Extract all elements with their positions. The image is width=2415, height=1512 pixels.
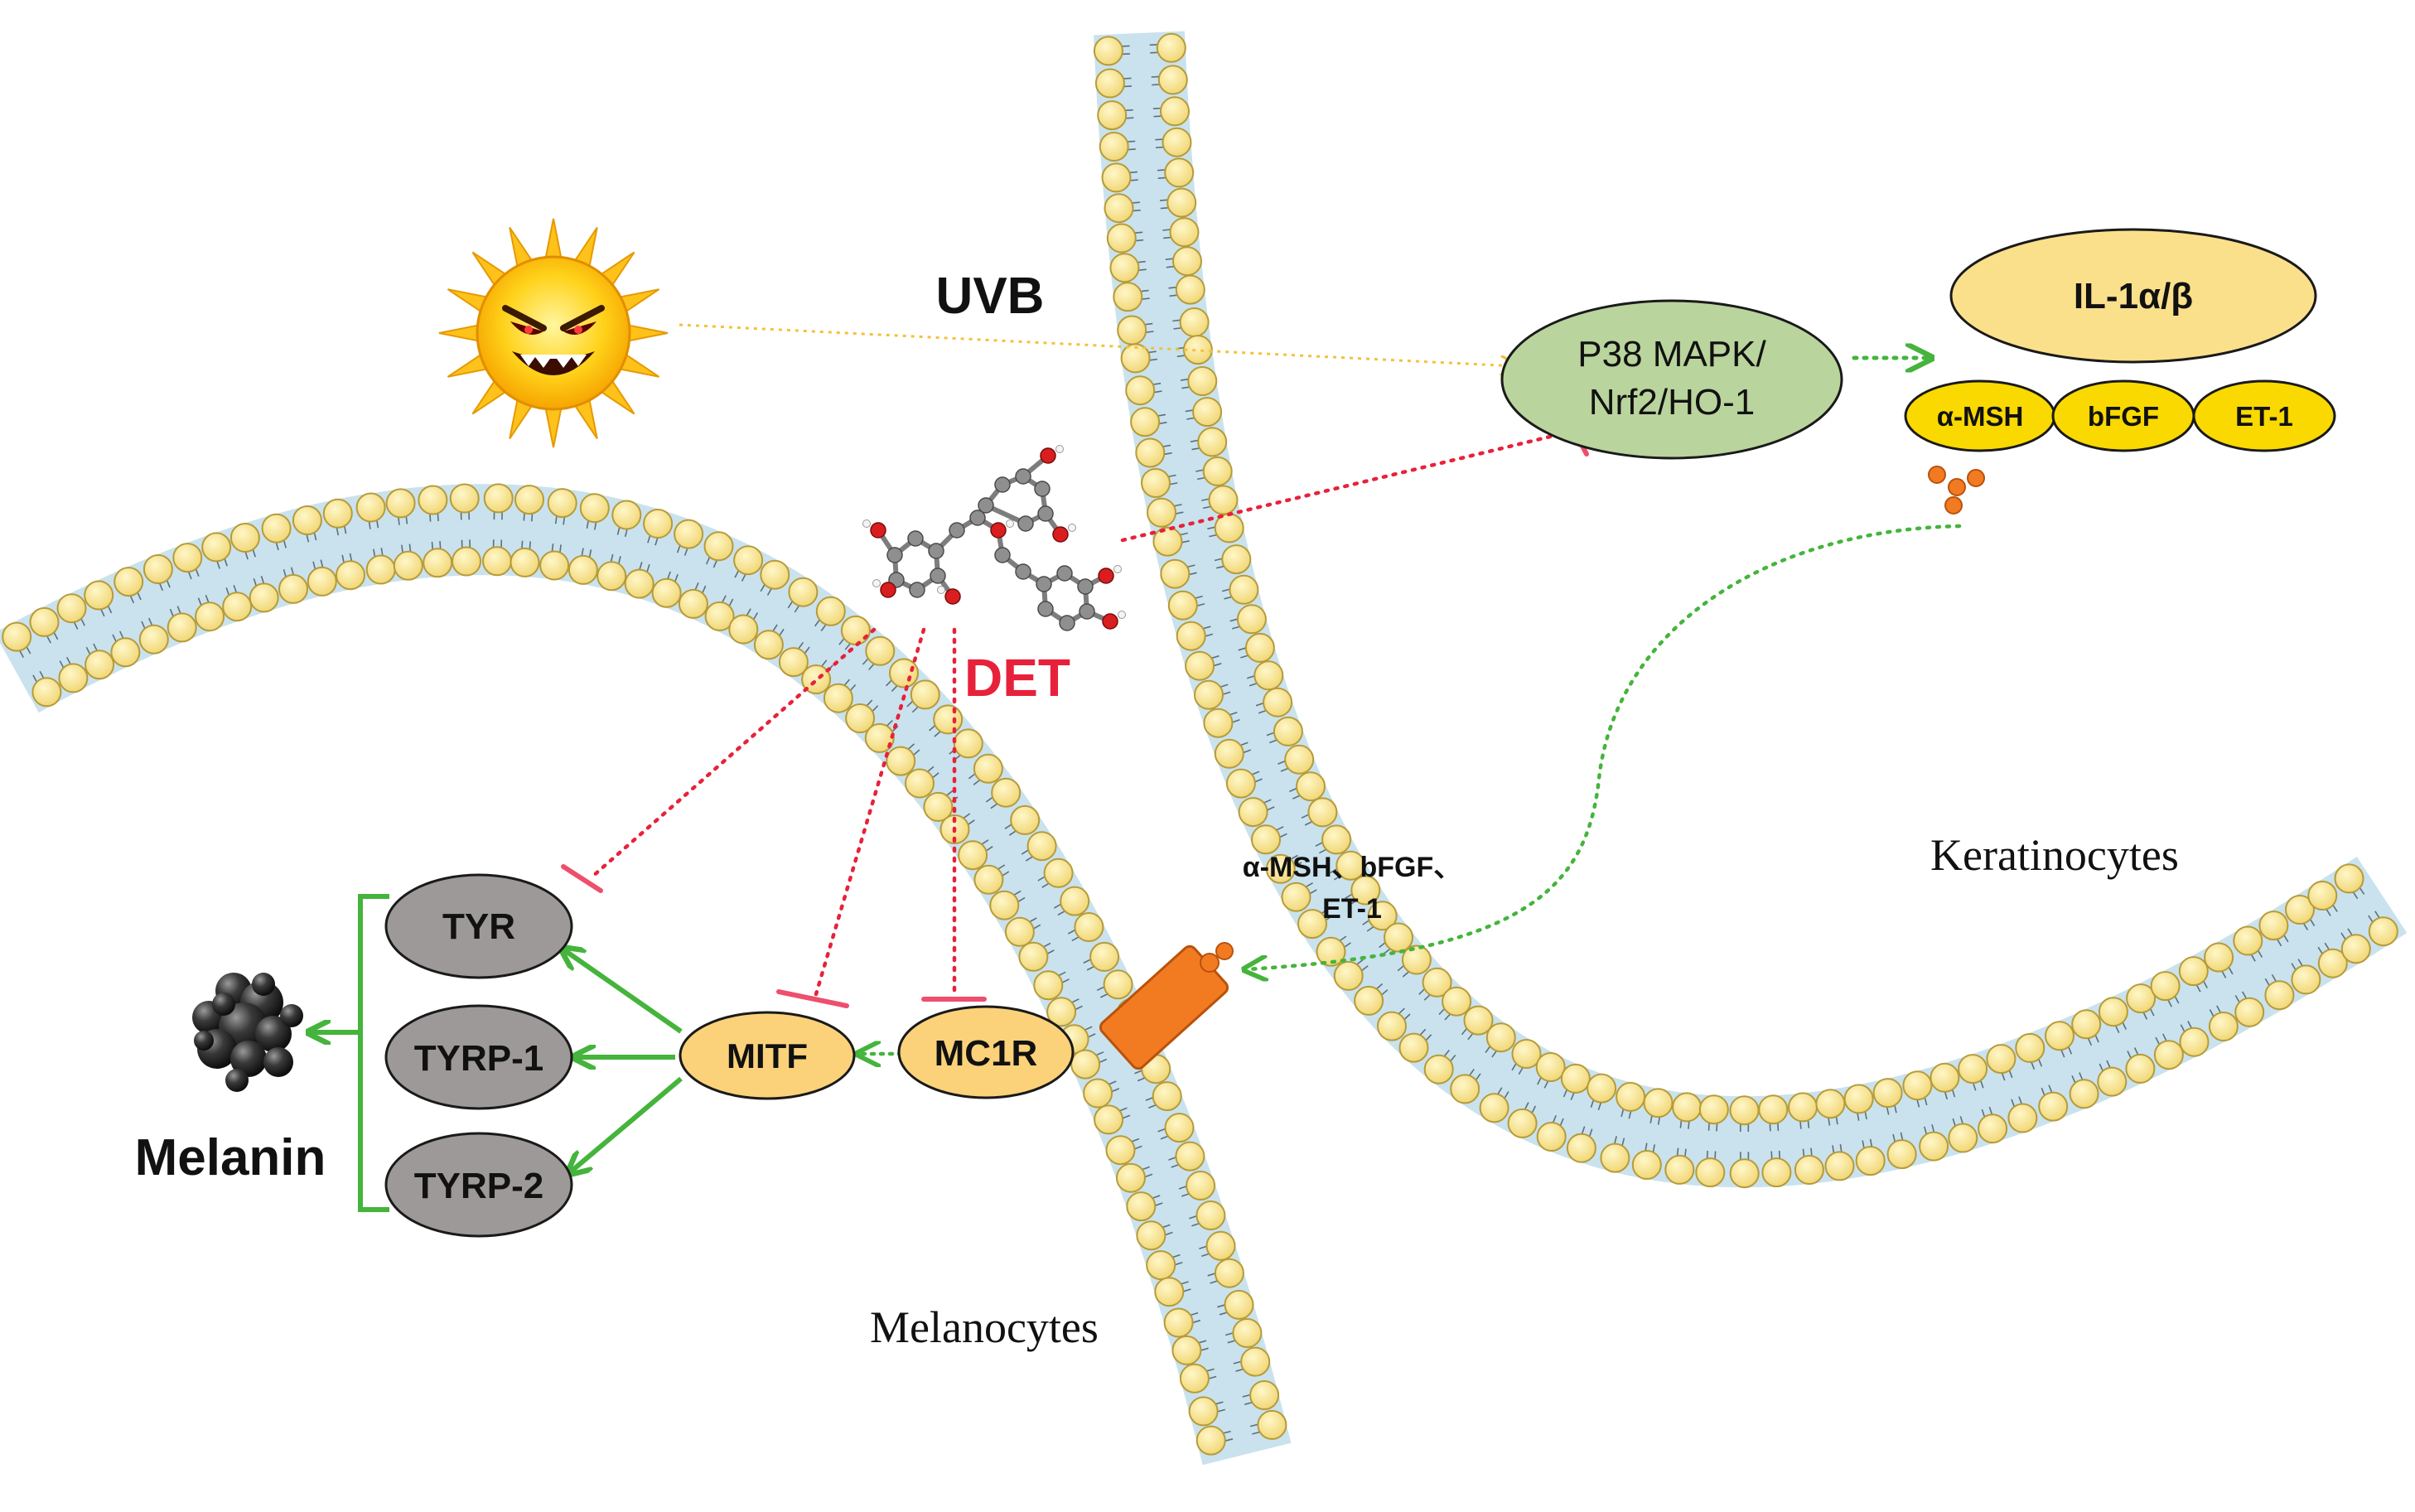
det-to-p38-inhibition — [1120, 428, 1577, 543]
melanocyte-membrane — [0, 483, 1292, 1466]
tyrp2-label: TYRP-2 — [414, 1166, 543, 1206]
mitf-label: MITF — [727, 1036, 808, 1075]
mitf-to-tyrp2-arrow — [570, 1076, 683, 1172]
cytokine-secretion-arrow — [1247, 524, 1962, 969]
det-molecule-icon — [862, 445, 1126, 631]
melanocytes-label: Melanocytes — [870, 1302, 1099, 1352]
amsh-label: α-MSH — [1937, 401, 2024, 432]
p38-label-line1: P38 MAPK/ — [1577, 334, 1766, 374]
det-label: DET — [964, 648, 1070, 708]
il1-node — [1949, 228, 2317, 364]
keratinocyte-membrane — [1093, 31, 2408, 1189]
uvb-arrow — [679, 323, 1516, 366]
tyr-node — [384, 873, 573, 979]
mc1r-label: MC1R — [935, 1033, 1038, 1074]
mitf-to-tyr-arrow — [563, 949, 683, 1034]
mitf-activation-arrows — [563, 949, 683, 1172]
cytokine-dots-icon — [1928, 466, 1985, 514]
et1-label: ET-1 — [2235, 401, 2293, 432]
det-to-tyr-inhibition — [590, 627, 877, 879]
det-to-mitf-inhibition — [814, 627, 926, 997]
p38-label-line2: Nrf2/HO-1 — [1589, 382, 1755, 423]
melanin-label: Melanin — [135, 1129, 326, 1186]
tyrp2-node — [384, 1132, 573, 1238]
p38-node — [1500, 299, 1843, 460]
melanin-granules-icon — [192, 973, 303, 1092]
melanin-bracket — [311, 894, 389, 1212]
bfgf-label: bFGF — [2088, 401, 2159, 432]
mitf-inhibition-bar — [776, 989, 849, 1008]
keratinocytes-label: Keratinocytes — [1930, 830, 2179, 880]
mitf-node — [679, 1011, 856, 1100]
signals-label-line2: ET-1 — [1322, 893, 1382, 925]
uvb-label: UVB — [936, 268, 1045, 325]
signals-label-line1: α-MSH、bFGF、 — [1243, 852, 1462, 883]
tyrp1-label: TYRP-1 — [414, 1038, 543, 1079]
tyr-inhibition-bar — [561, 864, 603, 893]
angry-sun-icon — [438, 218, 669, 448]
et1-node — [2192, 379, 2336, 452]
il1-label: IL-1α/β — [2074, 276, 2193, 316]
mc1r-node — [897, 1005, 1075, 1099]
tyr-label: TYR — [442, 906, 515, 947]
mc1r-receptor-icon — [1099, 942, 1234, 1070]
det-inhibition-lines — [590, 428, 1577, 997]
tyrp1-node — [384, 1004, 573, 1110]
